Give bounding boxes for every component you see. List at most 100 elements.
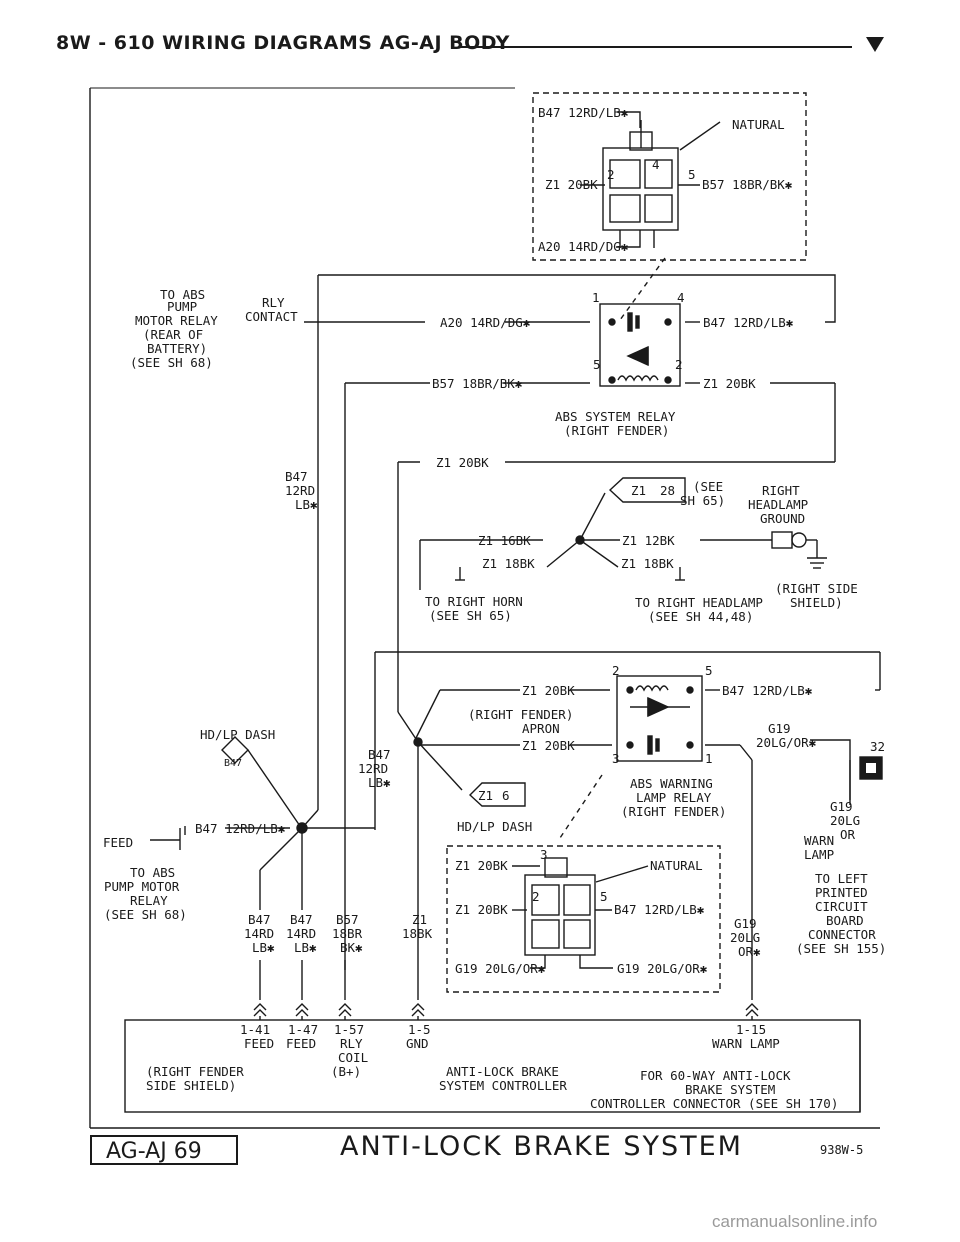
fender-apron-label: (RIGHT FENDER) [468, 707, 574, 722]
abs-relay-a20-label: A20 14RD/DG✱ [440, 315, 531, 330]
b47-vert-label: LB✱ [295, 497, 318, 512]
z1-16bk-label: Z1 16BK [478, 533, 531, 548]
z1-18bk-right-label: Z1 18BK [621, 556, 674, 571]
inset1-b57-label: B57 18BR/BK✱ [702, 177, 793, 192]
relay2-inset-box [446, 845, 721, 993]
to-abs-label: TO ABS [130, 865, 176, 880]
left-b47-vert-label: LB✱ [368, 775, 391, 790]
inset2-g19l-label: G19 20LG/OR✱ [455, 961, 546, 976]
inset1-pin: 5 [688, 167, 696, 182]
inset2-natural-label: NATURAL [650, 858, 703, 873]
z1-18bk-left-label: Z1 18BK [482, 556, 535, 571]
abs-relay-name: (RIGHT FENDER) [564, 423, 670, 438]
inset1-pin: 4 [652, 157, 660, 172]
header-rule [461, 46, 852, 48]
inset2-pin: 2 [532, 889, 540, 904]
abs-pump-line: PUMP [167, 299, 198, 314]
abs-relay-z1-label: Z1 20BK [703, 376, 756, 391]
controller-feed2-label: FEED [244, 1036, 275, 1051]
inset1-z1-label: Z1 20BK [545, 177, 598, 192]
footer-page-id: AG-AJ 69 [90, 1135, 238, 1165]
inset2-pin: 3 [540, 847, 548, 862]
wire-label: B47 [248, 912, 271, 927]
warn-relay-pin: 1 [705, 751, 713, 766]
header-title: 8W - 610 WIRING DIAGRAMS AG-AJ BODY [56, 32, 510, 54]
inset2-z1a-label: Z1 20BK [455, 858, 508, 873]
warn-relay-name: LAMP RELAY [636, 790, 712, 805]
right-fender-label: (RIGHT FENDER [146, 1064, 244, 1079]
inset1-a20-label: A20 14RD/DG✱ [538, 239, 629, 254]
warn-relay-g19-label: G19 [768, 721, 791, 736]
inset1-b47-label: B47 12RD/LB✱ [538, 105, 629, 120]
to-left-printed-label: (SEE SH 155) [796, 941, 887, 956]
wire-label: B47 [290, 912, 313, 927]
warn-relay-pin: 5 [705, 663, 713, 678]
abs-relay-icon [599, 303, 681, 387]
wire-label: Z1 [412, 912, 428, 927]
for60-label: CONTROLLER CONNECTOR (SEE SH 170) [590, 1096, 839, 1111]
inset2-g19r-label: G19 20LG/OR✱ [617, 961, 708, 976]
z1-6-label: Z1 [478, 788, 494, 803]
ground-z1-label: Z1 20BK [436, 455, 489, 470]
warning-relay-icon [616, 675, 703, 762]
wire-label: 14RD [244, 926, 275, 941]
warn-relay-b47-label: B47 12RD/LB✱ [722, 683, 813, 698]
inset2-b47-label: B47 12RD/LB✱ [614, 902, 705, 917]
to-left-printed-label: PRINTED [815, 885, 868, 900]
see-sh65-label: SH 65) [680, 493, 726, 508]
inset1-natural-label: NATURAL [732, 117, 785, 132]
controller-name: SYSTEM CONTROLLER [439, 1078, 567, 1093]
warn-relay-name: (RIGHT FENDER) [621, 804, 727, 819]
wire-label: 18BK [402, 926, 433, 941]
connector-chevron-icons [253, 1003, 759, 1017]
ring-terminal-icon [771, 531, 793, 549]
abs-pump-line: (SEE SH 68) [130, 355, 213, 370]
controller-pin-num: 1-15 [736, 1022, 767, 1037]
abs-pump-line: MOTOR RELAY [135, 313, 218, 328]
abs-relay-pin: 1 [592, 290, 600, 305]
left-b47-vert-label: 12RD [358, 761, 389, 776]
fender-apron-label: APRON [522, 721, 560, 736]
warn-relay-pin: 3 [612, 751, 620, 766]
warn-relay-pin: 2 [612, 663, 620, 678]
shield-label: SHIELD) [790, 595, 843, 610]
pin-32-label: 32 [870, 739, 886, 754]
wire-label: LB✱ [252, 940, 275, 955]
hd-lp-dash-label: HD/LP DASH [200, 727, 276, 742]
to-left-printed-label: CIRCUIT [815, 899, 868, 914]
z1-28-num: 28 [660, 483, 676, 498]
controller-name: ANTI-LOCK BRAKE [446, 1064, 559, 1079]
z1-6-num: 6 [502, 788, 510, 803]
warn-lamp-label: WARN [804, 833, 835, 848]
down-triangle-icon [866, 37, 884, 52]
warn-relay-name: ABS WARNING [630, 776, 713, 791]
warn-relay-g19-label: 20LG/OR✱ [756, 735, 817, 750]
relay2-connector-icon [524, 857, 596, 956]
headlamp-ground-label: GROUND [760, 511, 806, 526]
g19-vert-label: 20LG [830, 813, 861, 828]
warn-relay-z1-bottom-label: Z1 20BK [522, 738, 575, 753]
headlamp-label: (SEE SH 44,48) [648, 609, 754, 624]
shield-label: (RIGHT SIDE [775, 581, 858, 596]
to-abs-label: RELAY [130, 893, 168, 908]
wire-label: G19 [734, 916, 757, 931]
for60-label: FOR 60-WAY ANTI-LOCK [640, 1068, 791, 1083]
inset1-pin: 2 [607, 167, 615, 182]
controller-coil-label: COIL [338, 1050, 369, 1065]
abs-pump-line: TO ABS [160, 287, 206, 302]
footer-title: ANTI-LOCK BRAKE SYSTEM [340, 1131, 743, 1162]
abs-relay-b57-label: B57 18BR/BK✱ [432, 376, 523, 391]
abs-relay-name: ABS SYSTEM RELAY [555, 409, 676, 424]
abs-relay-b47-label: B47 12RD/LB✱ [703, 315, 794, 330]
controller-pin-label: WARN LAMP [712, 1036, 780, 1051]
abs-relay-pin: 5 [593, 357, 601, 372]
wire-label: B57 [336, 912, 359, 927]
warn-relay-z1-top-label: Z1 20BK [522, 683, 575, 698]
rly-contact-line: CONTACT [245, 309, 298, 324]
splice-b47-label: B47 [224, 758, 243, 769]
controller-pin-num: 1-41 [240, 1022, 271, 1037]
to-abs-label: PUMP MOTOR [104, 879, 180, 894]
feed-label: FEED [103, 835, 134, 850]
wire-label: LB✱ [294, 940, 317, 955]
